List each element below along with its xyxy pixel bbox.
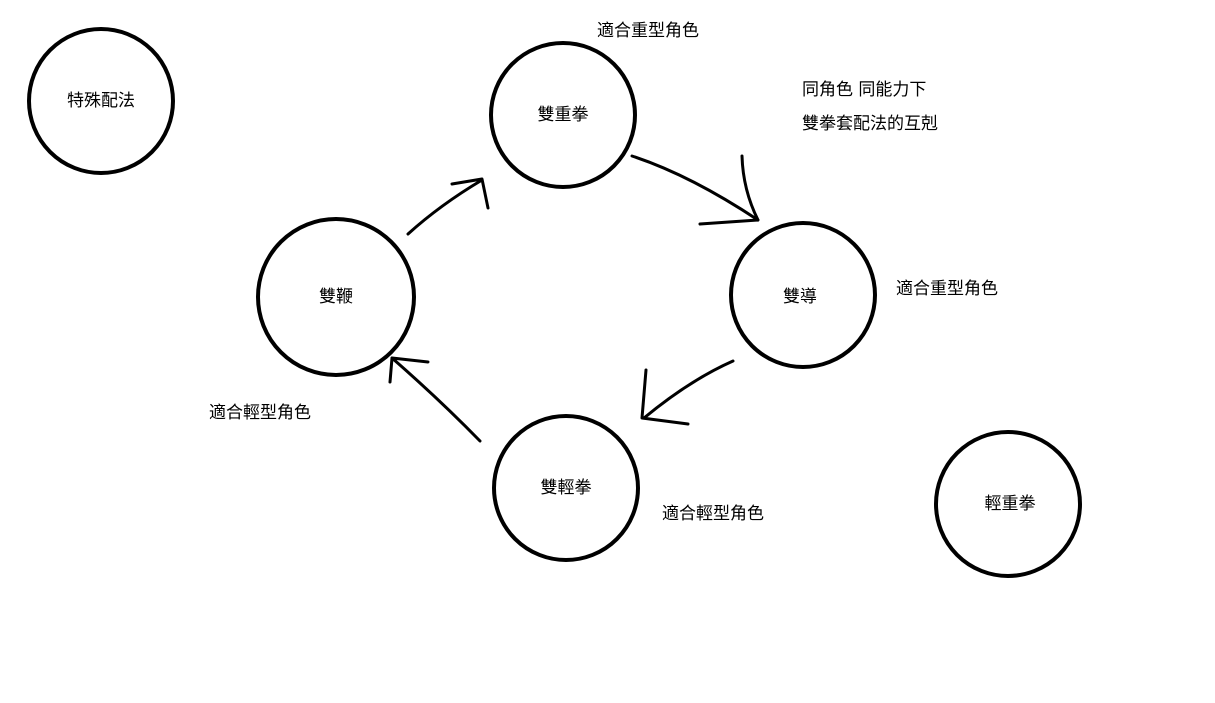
node-circle-double-heavy-fist	[489, 41, 637, 189]
node-circle-double-whip	[256, 217, 416, 377]
note-counter-line1: 同角色 同能力下	[802, 80, 927, 100]
node-circle-double-guide	[729, 221, 877, 369]
note-light-left: 適合輕型角色	[209, 403, 311, 423]
arrow-guide-to-light-fist	[640, 359, 735, 426]
node-label-double-guide: 雙導	[783, 287, 817, 307]
arrow-heavy-fist-to-guide	[630, 154, 760, 226]
node-label-light-heavy-fist: 輕重拳	[984, 494, 1036, 514]
note-counter-line2: 雙拳套配法的互剋	[802, 114, 938, 134]
node-circle-light-heavy-fist	[934, 430, 1082, 578]
node-label-double-whip: 雙鞭	[319, 287, 353, 307]
arrow-light-fist-to-whip	[388, 356, 482, 443]
node-label-special: 特殊配法	[67, 91, 135, 111]
node-label-double-heavy-fist: 雙重拳	[537, 105, 589, 125]
note-heavy-right: 適合重型角色	[896, 279, 998, 299]
note-light-bottom: 適合輕型角色	[662, 504, 764, 524]
node-circle-double-light-fist	[492, 414, 640, 562]
node-circle-special	[27, 27, 175, 175]
note-heavy-top: 適合重型角色	[597, 21, 699, 41]
arrow-whip-to-heavy-fist	[406, 177, 490, 236]
node-label-double-light-fist: 雙輕拳	[540, 478, 592, 498]
